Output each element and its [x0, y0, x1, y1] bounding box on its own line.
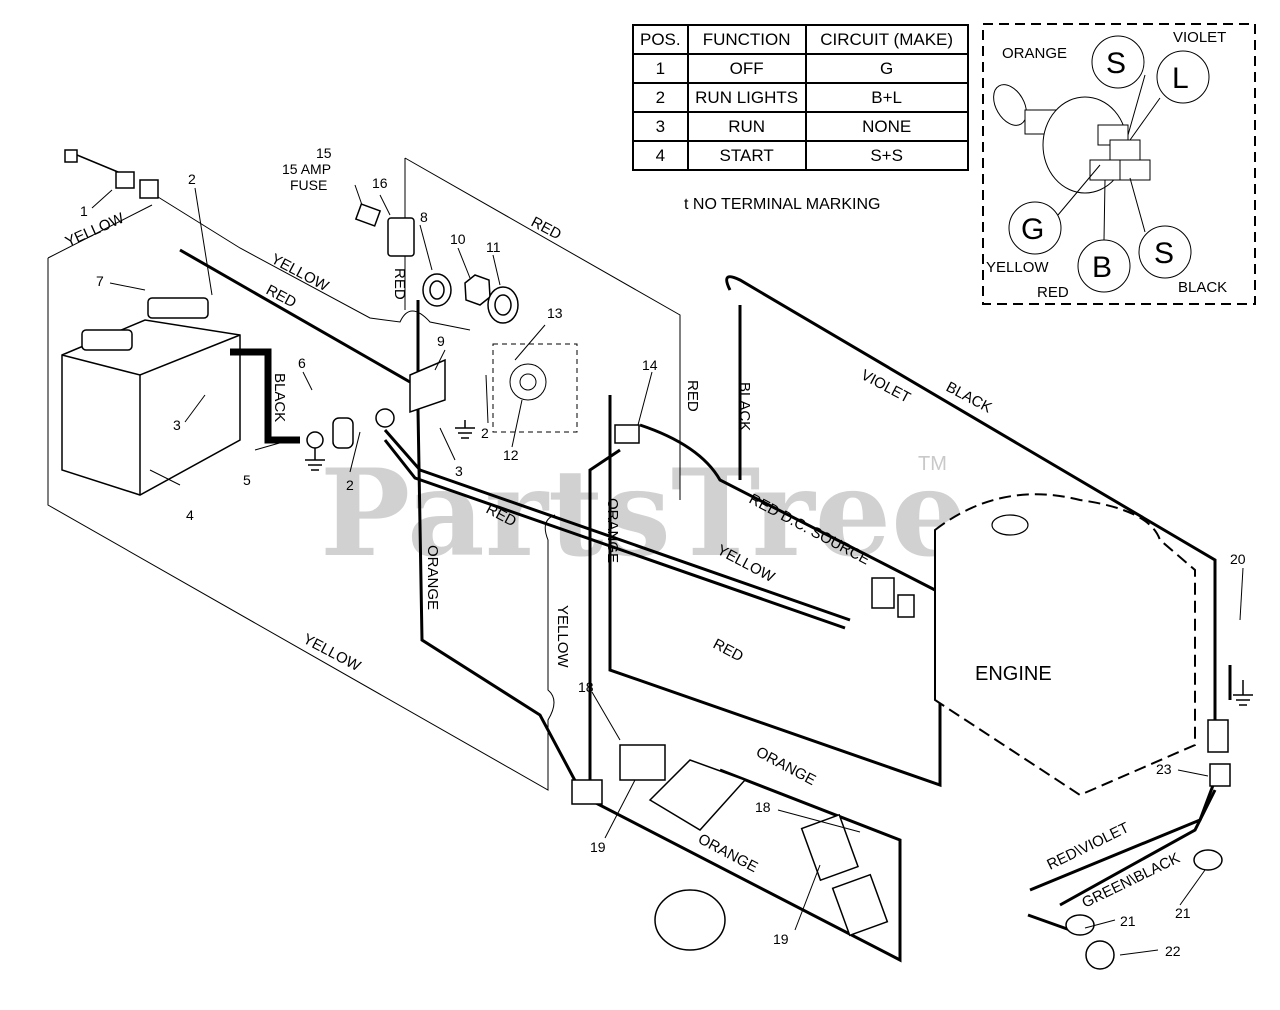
terminal-g: G	[1021, 213, 1044, 246]
cell-pos: 3	[632, 111, 689, 142]
hardware-parts	[306, 203, 1231, 970]
callout-2: 2	[346, 477, 354, 493]
callout-5: 5	[243, 472, 251, 488]
inset-label-black: BLACK	[1178, 279, 1227, 296]
callout-16: 16	[372, 175, 388, 191]
wire-label-red: RED	[391, 268, 408, 300]
callout-3: 3	[455, 463, 463, 479]
callout-12: 12	[503, 447, 519, 463]
cell-circuit: G	[804, 53, 969, 84]
engine-label: ENGINE	[975, 663, 1052, 685]
table-row: 1 OFF G	[632, 53, 969, 84]
table-header-row: POS. FUNCTION CIRCUIT (MAKE)	[632, 24, 969, 55]
cell-circuit: B+L	[804, 82, 969, 113]
terminal-b: B	[1092, 251, 1112, 284]
callout-6: 6	[298, 355, 306, 371]
wire-label-orange: ORANGE	[604, 498, 621, 563]
wire-label-violet: VIOLET	[858, 367, 913, 407]
wire-label-red: RED	[710, 636, 746, 666]
fuse-label-line1: 15 AMP	[282, 161, 331, 177]
trademark: TM	[918, 453, 947, 475]
header-circuit: CIRCUIT (MAKE)	[804, 24, 969, 55]
battery-cable-black	[230, 348, 300, 444]
table-row: 4 START S+S	[632, 140, 969, 171]
watermark: PartsTree	[320, 443, 967, 584]
callout-18: 18	[578, 679, 594, 695]
callout-19: 19	[590, 839, 606, 855]
table-row: 2 RUN LIGHTS B+L	[632, 82, 969, 113]
callout-14: 14	[642, 357, 658, 373]
inset-label-violet: VIOLET	[1173, 29, 1226, 46]
wire-label-yellow: YELLOW	[63, 209, 128, 250]
callout-1: 1	[80, 203, 88, 219]
ground-symbols	[305, 420, 1253, 706]
callout-4: 4	[186, 507, 194, 523]
callout-11: 11	[486, 239, 501, 255]
terminal-l: L	[1172, 62, 1189, 95]
callout-19: 19	[773, 931, 789, 947]
callout-23: 23	[1156, 761, 1172, 777]
battery	[61, 297, 241, 496]
wire-label-yellow: YELLOW	[554, 605, 571, 668]
heavy-wires	[179, 248, 1232, 963]
terminal-marking-note: t NO TERMINAL MARKING	[684, 196, 881, 213]
callout-7: 7	[96, 273, 104, 289]
engine	[934, 493, 1196, 797]
wire-label-black: BLACK	[736, 382, 753, 431]
header-function: FUNCTION	[686, 24, 807, 55]
cell-function: OFF	[686, 53, 807, 84]
wire-label-orange: ORANGE	[695, 831, 760, 877]
callout-2: 2	[481, 425, 489, 441]
wire-label-black: BLACK	[271, 373, 288, 422]
cell-circuit: S+S	[804, 140, 969, 171]
switch-position-table: POS. FUNCTION CIRCUIT (MAKE) 1 OFF G 2 R…	[632, 24, 969, 171]
cell-function: RUN LIGHTS	[686, 82, 807, 113]
connector-1	[64, 149, 159, 199]
fuse-label-line2: FUSE	[290, 177, 327, 193]
callout-21: 21	[1175, 905, 1191, 921]
wire-label-yellow: YELLOW	[300, 631, 364, 676]
cell-pos: 2	[632, 82, 689, 113]
callout-8: 8	[420, 209, 428, 225]
inset-label-red: RED	[1037, 284, 1069, 301]
callout-20: 20	[1230, 551, 1246, 567]
callout-3: 3	[173, 417, 181, 433]
wire-label-red: RED	[684, 380, 701, 412]
table-row: 3 RUN NONE	[632, 111, 969, 142]
wire-label-orange: ORANGE	[753, 744, 818, 790]
callout-13: 13	[547, 305, 563, 321]
callout-22: 22	[1165, 943, 1181, 959]
callout-15: 15	[316, 145, 332, 161]
callout-10: 10	[450, 231, 466, 247]
callout-9: 9	[437, 333, 445, 349]
wire-label-black: BLACK	[943, 379, 994, 417]
wire-label-orange: ORANGE	[424, 545, 441, 610]
engine-cap	[991, 514, 1029, 536]
cell-pos: 4	[632, 140, 689, 171]
cell-function: RUN	[686, 111, 807, 142]
terminal-s-bottom: S	[1154, 237, 1174, 270]
callout-2: 2	[188, 171, 196, 187]
wire-label-green-black: GREEN\BLACK	[1079, 850, 1182, 912]
header-pos: POS.	[632, 24, 689, 55]
terminal-s-top: S	[1106, 47, 1126, 80]
cell-pos: 1	[632, 53, 689, 84]
callout-18: 18	[755, 799, 771, 815]
cell-function: START	[686, 140, 807, 171]
inset-label-yellow: YELLOW	[986, 259, 1049, 276]
inset-label-orange: ORANGE	[1002, 45, 1067, 62]
leader-lines	[91, 184, 1244, 956]
switch-inset: S L G B S ORANGE VIOLET YELLOW RED BLACK	[982, 23, 1256, 305]
cell-circuit: NONE	[804, 111, 969, 142]
switch-box	[492, 343, 578, 433]
callout-21: 21	[1120, 913, 1136, 929]
